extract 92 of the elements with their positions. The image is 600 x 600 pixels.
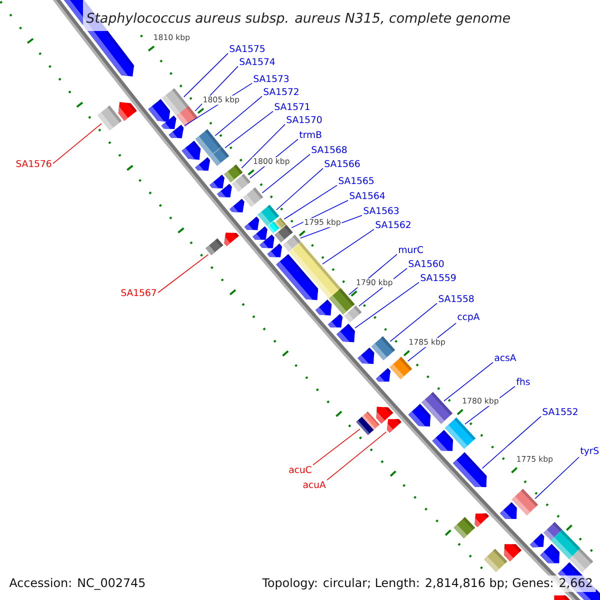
gene-label: SA1558 (438, 295, 474, 302)
leader-line (354, 282, 420, 328)
gene-block (97, 106, 122, 131)
gene-pentagon (358, 348, 374, 364)
gene-label: SA1564 (350, 192, 385, 200)
gene-pentagon (148, 99, 170, 122)
map-title: Staphylococcus aureus subsp. aureus N315, complete genome (83, 0, 516, 31)
gene-pentagon (376, 368, 390, 382)
leader-line (326, 432, 387, 480)
gene-block (344, 306, 362, 322)
gene-block (288, 242, 342, 300)
gene-block (243, 187, 264, 208)
gene-label: SA1576 (16, 160, 52, 168)
gene-block (512, 488, 538, 516)
gene-pentagon (554, 595, 570, 600)
gene-block (362, 412, 380, 430)
gene-pentagon (118, 102, 137, 121)
gene-pentagon (336, 324, 355, 342)
gene-block (454, 516, 476, 538)
leader-line (52, 123, 102, 164)
leader-line (214, 96, 262, 136)
gene-label: SA1574 (240, 58, 275, 66)
gene-block (274, 224, 293, 242)
gene-pentagon (224, 232, 239, 246)
gene-block (484, 548, 508, 572)
gene-pentagon (210, 174, 224, 188)
gene-label: SA1575 (230, 45, 264, 52)
gene-label: acuA (303, 481, 326, 488)
gene-pentagon (195, 157, 210, 171)
gene-block (176, 106, 198, 127)
gene-label: SA1567 (121, 289, 156, 296)
gene-label: murC (399, 246, 423, 254)
leader-line (284, 184, 338, 220)
gene-block (210, 146, 230, 166)
gene-pentagon (230, 198, 244, 212)
gene-pentagon (217, 184, 232, 198)
gene-pentagon (182, 140, 201, 160)
gene-label: fhs (516, 378, 530, 386)
gene-pentagon (530, 534, 544, 548)
leader-line (276, 168, 324, 210)
gene-block (371, 336, 396, 360)
gene-block (569, 548, 594, 572)
gene-label: SA1572 (264, 88, 298, 96)
gene-label: SA1573 (254, 75, 289, 82)
gene-pentagon (386, 419, 402, 433)
gene-pentagon (244, 216, 260, 230)
leader-line (158, 254, 209, 294)
gene-label: SA1570 (286, 116, 322, 124)
gene-label: SA1565 (338, 177, 374, 184)
gene-pentagon (161, 116, 176, 130)
leader-line (183, 52, 228, 98)
gene-block (390, 356, 412, 380)
gene-pentagon (474, 513, 489, 528)
leader-line (312, 428, 360, 466)
gene-label: SA1566 (324, 160, 360, 168)
leader-line (322, 228, 374, 264)
footer-text: Accession: NC_002745 (6, 575, 149, 592)
gene-pentagon (504, 544, 522, 562)
leader-line (241, 124, 286, 168)
leader-line (390, 302, 438, 342)
gene-label: acsA (494, 354, 516, 362)
gene-label: ccpA (458, 313, 480, 322)
gene-label: acuC (289, 466, 312, 474)
gene-pentagon (168, 124, 184, 138)
gene-pentagon (432, 430, 453, 451)
gene-label: SA1559 (420, 274, 456, 282)
gene-pentagon (540, 544, 560, 564)
gene-label: tyrS (580, 447, 599, 456)
gene-pentagon (452, 452, 487, 488)
gene-pentagon (315, 300, 332, 316)
gene-block (444, 418, 476, 449)
leader-line (482, 416, 542, 469)
gene-pentagon (500, 502, 517, 519)
gene-pentagon (252, 226, 268, 240)
gene-block (232, 174, 250, 192)
gene-pentagon (408, 404, 430, 427)
gene-pentagon (260, 234, 274, 248)
gene-pentagon (328, 314, 342, 328)
gene-pentagon (267, 244, 282, 258)
gene-label: SA1568 (312, 146, 347, 154)
gene-block (206, 238, 224, 256)
gene-label: SA1552 (542, 408, 578, 416)
gene-label: SA1562 (376, 221, 410, 228)
leader-line (224, 110, 274, 148)
gene-label: SA1560 (408, 260, 444, 268)
gene-block (422, 392, 453, 424)
footer-text: Topology: circular; Length: 2,814,816 bp; Genes: 2,662 (259, 575, 596, 592)
gene-label: SA1563 (364, 207, 399, 214)
leader-line (262, 154, 310, 194)
gene-label: SA1571 (274, 103, 310, 110)
leader-line (534, 456, 580, 500)
gene-label: trmB (299, 131, 322, 138)
